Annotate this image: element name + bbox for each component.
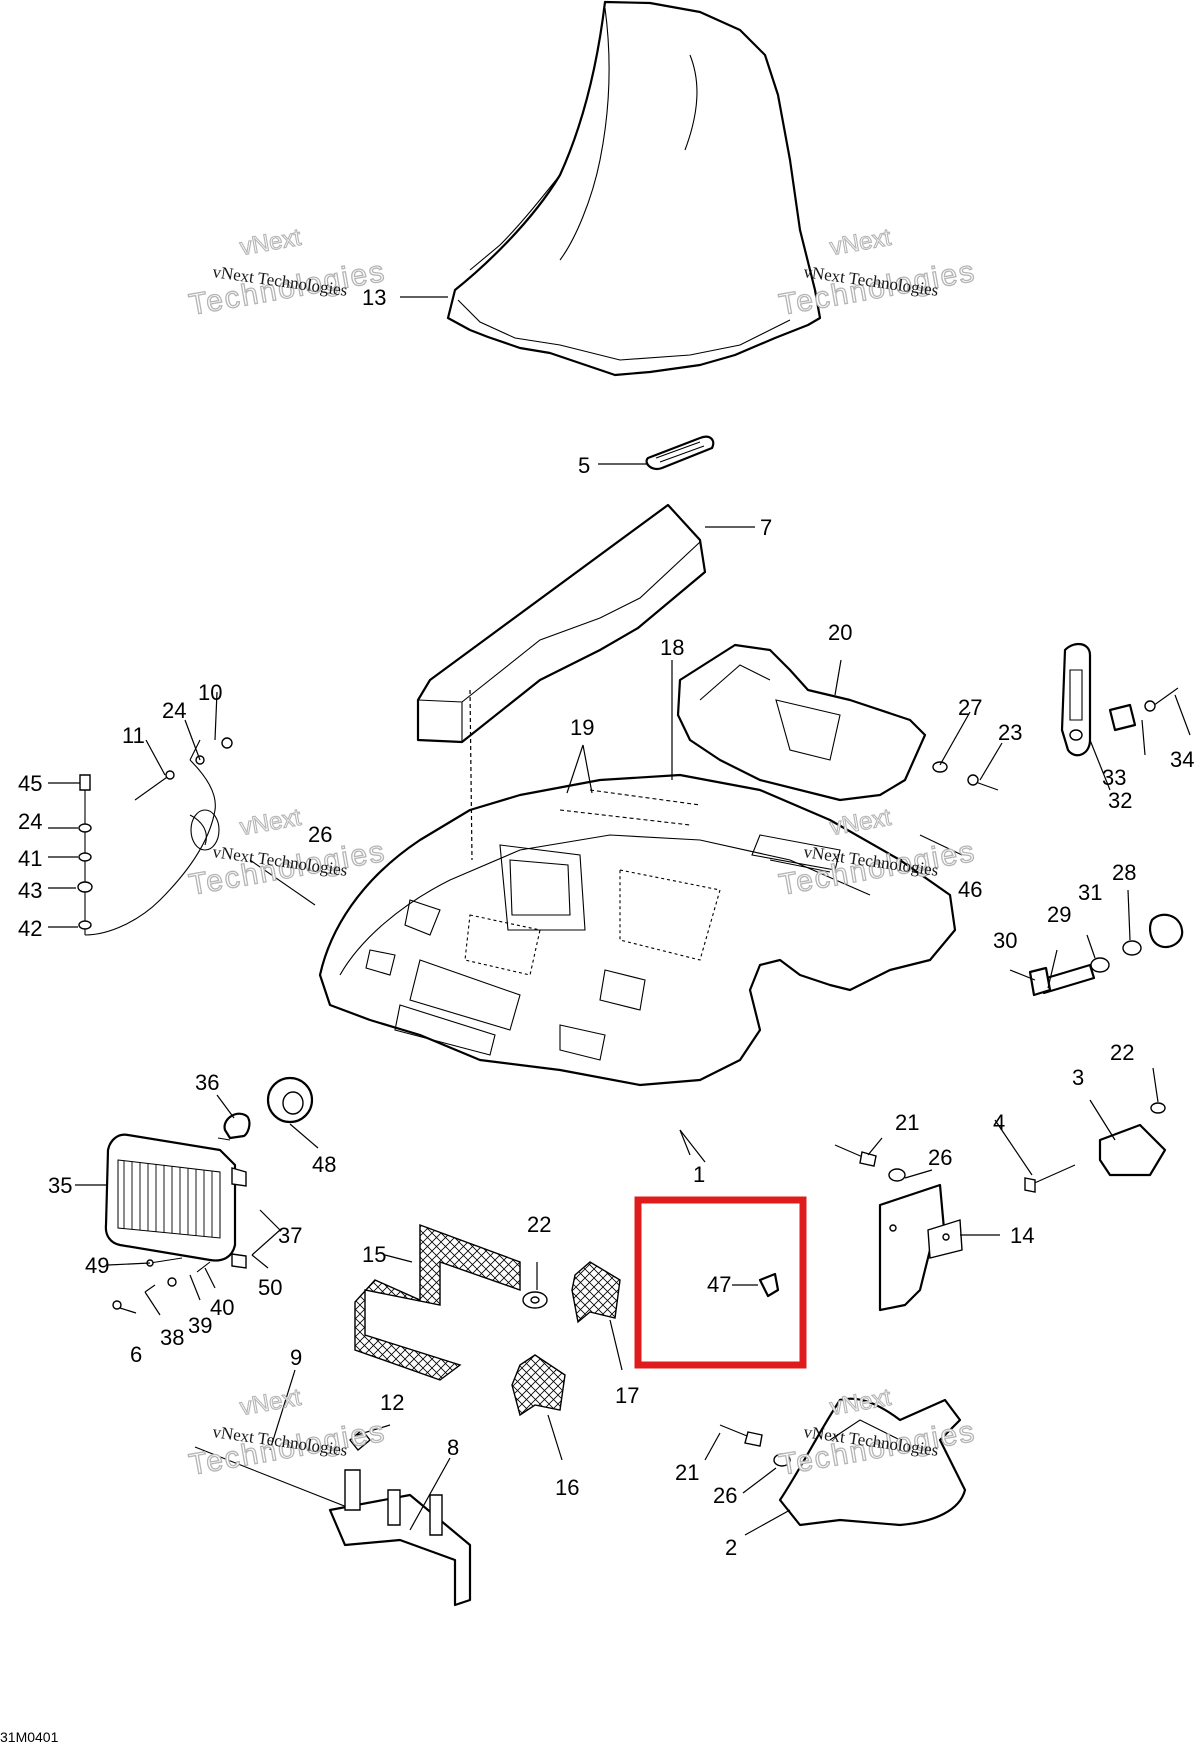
rivet-27-23 (932, 761, 999, 791)
leader-lines (48, 296, 1191, 1536)
callout-labels: 13 5 7 18 19 20 27 23 33 34 32 46 10 24 … (18, 285, 1194, 1560)
callout-50[interactable]: 50 (258, 1275, 282, 1300)
callout-49[interactable]: 49 (85, 1253, 109, 1278)
callout-35[interactable]: 35 (48, 1173, 72, 1198)
callout-38[interactable]: 38 (160, 1325, 184, 1350)
callout-26-lower[interactable]: 26 (713, 1483, 737, 1508)
callout-18[interactable]: 18 (660, 635, 684, 660)
strap-part (645, 435, 715, 471)
windshield (446, 0, 822, 377)
hood-main (318, 773, 957, 1087)
svg-text:vNext: vNext (828, 224, 893, 261)
callout-34[interactable]: 34 (1170, 747, 1194, 772)
callout-48[interactable]: 48 (312, 1152, 336, 1177)
callout-30[interactable]: 30 (993, 928, 1017, 953)
callout-14[interactable]: 14 (1010, 1223, 1034, 1248)
callout-21-lower[interactable]: 21 (675, 1460, 699, 1485)
callout-6[interactable]: 6 (130, 1342, 142, 1367)
callout-41[interactable]: 41 (18, 846, 42, 871)
rivet-21-washer-26-lower (719, 1424, 791, 1467)
callout-42[interactable]: 42 (18, 916, 42, 941)
callout-22-right[interactable]: 22 (1110, 1040, 1134, 1065)
callout-20[interactable]: 20 (828, 620, 852, 645)
callout-4[interactable]: 4 (993, 1110, 1005, 1135)
callout-27[interactable]: 27 (958, 695, 982, 720)
callout-9[interactable]: 9 (290, 1345, 302, 1370)
callout-16[interactable]: 16 (555, 1475, 579, 1500)
callout-28[interactable]: 28 (1112, 860, 1136, 885)
clip-47 (758, 1272, 780, 1298)
callout-36[interactable]: 36 (195, 1070, 219, 1095)
callout-12[interactable]: 12 (380, 1390, 404, 1415)
callout-1[interactable]: 1 (693, 1162, 705, 1187)
callout-7[interactable]: 7 (760, 515, 772, 540)
headlight-fasteners (112, 1257, 211, 1310)
callout-2[interactable]: 2 (725, 1535, 737, 1560)
callout-10[interactable]: 10 (198, 680, 222, 705)
svg-text:vNext: vNext (828, 804, 893, 841)
callout-39[interactable]: 39 (188, 1313, 212, 1338)
bracket-16 (511, 1354, 566, 1417)
bracket-3-bolt-4 (1024, 1102, 1167, 1193)
callout-17[interactable]: 17 (615, 1383, 639, 1408)
svg-text:vNext: vNext (238, 1384, 303, 1421)
cable-assembly (77, 737, 316, 936)
side-panel (416, 503, 707, 744)
callout-8[interactable]: 8 (447, 1435, 459, 1460)
bracket-17 (571, 1261, 621, 1324)
side-cover-2 (778, 1397, 967, 1527)
cover-panel (676, 643, 927, 802)
callout-43[interactable]: 43 (18, 878, 42, 903)
handle-assembly (1060, 642, 1179, 757)
callout-24[interactable]: 24 (162, 698, 186, 723)
mount-bracket-8 (328, 1429, 472, 1607)
bracket-14 (878, 1183, 963, 1312)
callout-21[interactable]: 21 (895, 1110, 919, 1135)
callout-24-left[interactable]: 24 (18, 809, 42, 834)
callout-32[interactable]: 32 (1108, 788, 1132, 813)
highlight-box-part-47 (634, 1196, 807, 1369)
callout-13[interactable]: 13 (362, 285, 386, 310)
callout-45[interactable]: 45 (18, 771, 42, 796)
callout-47[interactable]: 47 (707, 1272, 731, 1297)
watermark-top-left: vNext Technologies (186, 223, 389, 322)
watermark-bottom-left: vNext Technologies (186, 1383, 389, 1482)
mesh-plate-15 (354, 1223, 521, 1381)
callout-23[interactable]: 23 (998, 720, 1022, 745)
callout-26[interactable]: 26 (308, 822, 332, 847)
callout-26-mid[interactable]: 26 (928, 1145, 952, 1170)
bolt-washer-set (1028, 913, 1184, 997)
headlight-assembly (104, 1076, 314, 1269)
drawing-code: 31M0401 (0, 1729, 59, 1745)
callout-5[interactable]: 5 (578, 453, 590, 478)
callout-19[interactable]: 19 (570, 715, 594, 740)
callout-46[interactable]: 46 (958, 877, 982, 902)
callout-15[interactable]: 15 (362, 1242, 386, 1267)
watermark-mid-left: vNext Technologies (186, 803, 389, 902)
callout-3[interactable]: 3 (1072, 1065, 1084, 1090)
svg-text:vNext: vNext (238, 804, 303, 841)
callout-11[interactable]: 11 (122, 723, 145, 748)
callout-31[interactable]: 31 (1078, 880, 1102, 905)
callout-37[interactable]: 37 (278, 1223, 302, 1248)
rivet-21-washer-26 (834, 1144, 906, 1182)
svg-text:vNext: vNext (238, 224, 303, 261)
callout-29[interactable]: 29 (1047, 902, 1071, 927)
callout-40[interactable]: 40 (210, 1295, 234, 1320)
washer-22 (522, 1291, 548, 1309)
callout-22-center[interactable]: 22 (527, 1212, 551, 1237)
callout-33[interactable]: 33 (1102, 765, 1126, 790)
